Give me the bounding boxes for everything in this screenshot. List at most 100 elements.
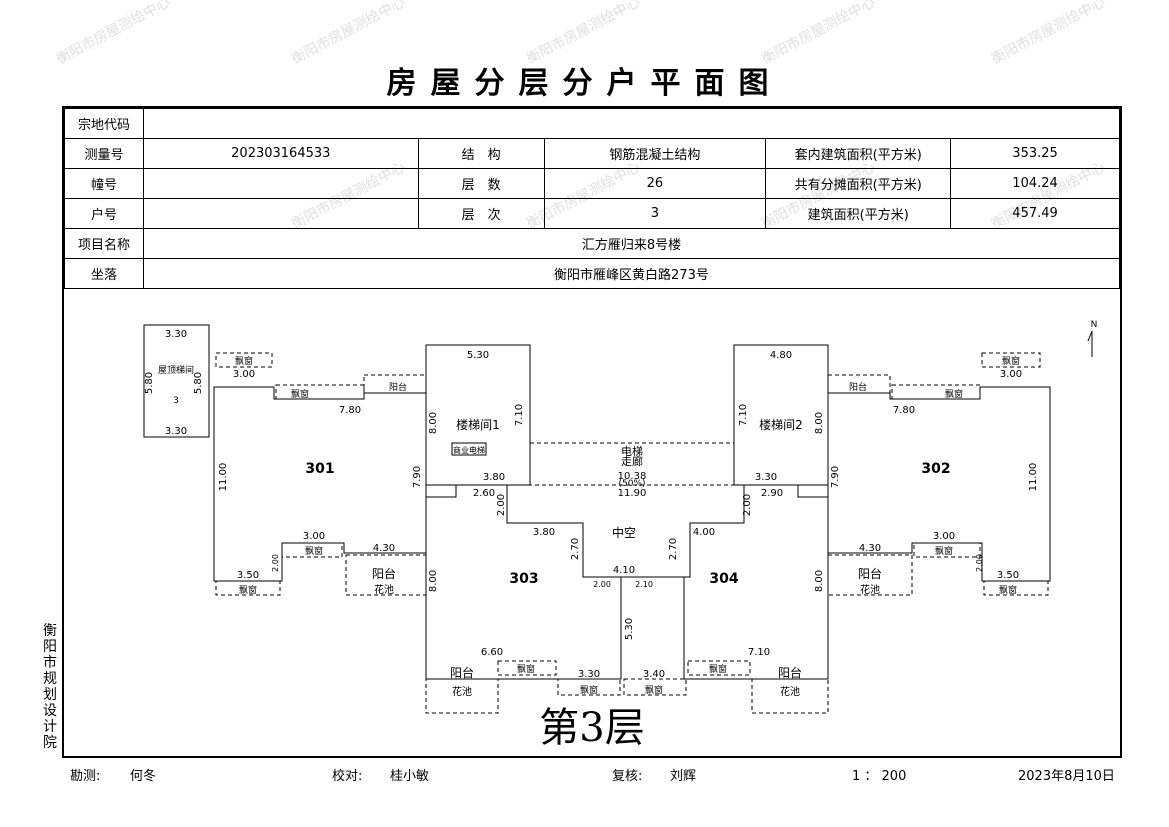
dim-label: 2.00 (593, 580, 611, 589)
dim-label: 2.00 (742, 494, 753, 516)
balcony-outline (751, 678, 829, 714)
commercial-elevator-label: 商业电梯 (453, 445, 485, 455)
planter-label: 花池 (860, 583, 880, 596)
structure-label: 结 构 (417, 138, 545, 169)
bay-window-outline (891, 384, 981, 400)
table-row: 测量号 202303164533 结 构 钢筋混凝土结构 套内建筑面积(平方米)… (64, 138, 1120, 169)
unit-302-label: 302 (921, 461, 950, 477)
bay-window-outline (275, 384, 365, 400)
dim-label: 3.50 (997, 570, 1019, 581)
balcony-outline (345, 554, 427, 596)
corridor-label: 走廊 (621, 454, 643, 468)
stair-2-label: 楼梯间2 (759, 417, 803, 432)
dim-label: 5.80 (144, 372, 155, 394)
dim-label: 3.30 (578, 669, 600, 680)
floor-value: 3 (543, 198, 767, 229)
inner-area-value: 353.25 (950, 138, 1120, 169)
structure-value: 钢筋混凝土结构 (543, 138, 767, 169)
page-title: 房屋分层分户平面图 (386, 66, 783, 101)
dim-label: 5.30 (467, 350, 489, 361)
bay-window-outline (983, 580, 1049, 596)
bay-window-label: 飘窗 (517, 663, 535, 675)
north-arrow-icon (1087, 330, 1093, 357)
dim-label: 8.00 (428, 570, 439, 592)
footer-survey-label: 勘测: (70, 769, 101, 784)
dim-label: 2.10 (635, 580, 653, 589)
parcel-code-label: 宗地代码 (64, 108, 144, 139)
footer-check-label: 校对: (332, 769, 363, 784)
bay-window-outline (215, 352, 273, 368)
info-table: 宗地代码 测量号 202303164533 结 构 钢筋混凝土结构 套内建筑面积… (64, 108, 1121, 289)
bay-window-label: 飘窗 (645, 684, 663, 696)
roof-stair-no: 3 (173, 396, 179, 406)
balcony-label: 阳台 (778, 665, 802, 680)
survey-no-label: 测量号 (64, 138, 144, 169)
dim-label: 11.90 (618, 488, 647, 499)
bay-window-label: 飘窗 (935, 545, 953, 557)
bay-window-label: 飘窗 (580, 684, 598, 696)
unit-value (142, 198, 419, 229)
dim-label: 8.00 (814, 412, 825, 434)
total-area-label: 建筑面积(平方米) (765, 198, 952, 229)
planter-label: 花池 (452, 685, 472, 698)
elevator-outline (451, 442, 487, 456)
bay-window-label: 飘窗 (235, 355, 253, 367)
dim-label: 2.00 (975, 554, 984, 572)
bay-window-label: 飘窗 (709, 663, 727, 675)
balcony-outline (425, 678, 499, 714)
total-area-value: 457.49 (950, 198, 1120, 229)
bay-window-outline (981, 352, 1041, 368)
planter-label: 花池 (780, 685, 800, 698)
dim-label: 8.00 (428, 412, 439, 434)
dim-label: 10.38 (618, 471, 647, 482)
dim-label: 7.90 (830, 466, 841, 488)
dim-label: 7.80 (339, 405, 361, 416)
corridor-share-note: (50%) (618, 479, 645, 489)
footer-checker: 桂小敏 (390, 769, 430, 784)
dim-label: 3.40 (643, 669, 665, 680)
dim-label: 7.10 (748, 647, 770, 658)
shared-area-label: 共有分摊面积(平方米) (765, 168, 952, 199)
balcony-label: 阳台 (849, 381, 867, 393)
parcel-code-value (142, 108, 1121, 139)
dim-label: 2.70 (570, 538, 581, 560)
dim-label: 3.80 (533, 527, 555, 538)
footer-scale: 1 ： 200 (852, 769, 907, 784)
corridor-outline (529, 442, 735, 486)
roof-stair-outline (143, 324, 210, 438)
footer-reviewer: 刘辉 (670, 769, 697, 784)
dim-label: 3.30 (165, 426, 187, 437)
north-label: N (1091, 320, 1098, 330)
shared-area-value: 104.24 (950, 168, 1120, 199)
dim-label: 3.80 (483, 472, 505, 483)
bay-window-label: 飘窗 (239, 584, 257, 596)
unit-301-label: 301 (305, 461, 334, 477)
balcony-label: 阳台 (450, 665, 474, 680)
dim-label: 2.00 (271, 554, 280, 572)
bay-window-outline (623, 678, 687, 696)
table-row: 宗地代码 (64, 108, 1121, 139)
table-row: 幢号 层 数 26 共有分摊面积(平方米) 104.24 (64, 168, 1120, 199)
dim-label: 4.30 (373, 543, 395, 554)
drawing-sheet: 宗地代码 测量号 202303164533 结 构 钢筋混凝土结构 套内建筑面积… (62, 106, 1122, 758)
dim-label: 2.90 (761, 488, 783, 499)
units-303-304-outline (425, 484, 829, 680)
dim-label: 8.00 (814, 570, 825, 592)
unit-304-label: 304 (709, 571, 738, 587)
dim-label: 3.00 (303, 531, 325, 542)
footer-date: 2023年8月10日 (1018, 769, 1115, 784)
stair-1-label: 楼梯间1 (456, 417, 500, 432)
dim-label: 6.60 (481, 647, 503, 658)
dim-label: 4.10 (613, 565, 635, 576)
bay-window-outline (215, 580, 281, 596)
unit-303-label: 303 (509, 571, 538, 587)
dim-label: 3.00 (933, 531, 955, 542)
bay-window-outline (913, 542, 981, 558)
dim-label: 4.00 (693, 527, 715, 538)
inner-area-label: 套内建筑面积(平方米) (765, 138, 952, 169)
bay-window-outline (557, 678, 621, 696)
bay-window-outline (687, 660, 751, 676)
location-value: 衡阳市雁峰区黄白路273号 (142, 258, 1121, 289)
balcony-outline (363, 374, 427, 394)
table-row: 户号 层 次 3 建筑面积(平方米) 457.49 (64, 198, 1120, 229)
